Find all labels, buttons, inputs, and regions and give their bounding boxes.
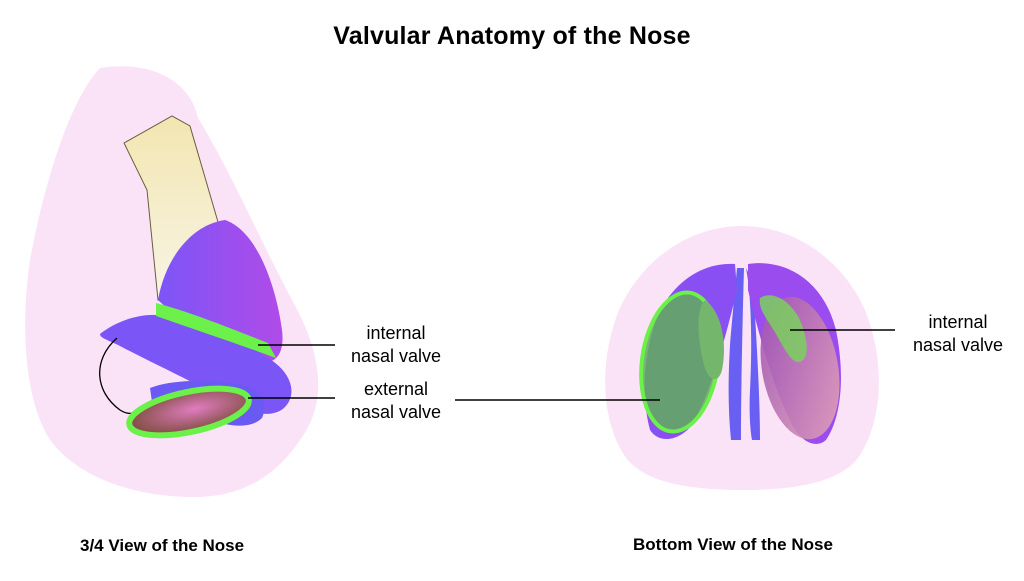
- label-line: external: [340, 378, 452, 401]
- caption-bottom-view: Bottom View of the Nose: [633, 535, 833, 555]
- label-internal-nasal-valve-right: internal nasal valve: [900, 311, 1016, 357]
- label-line: nasal valve: [900, 334, 1016, 357]
- bottom-view-figure: [455, 226, 895, 490]
- three-quarter-view-figure: [25, 66, 335, 497]
- label-line: internal: [340, 322, 452, 345]
- label-line: nasal valve: [340, 345, 452, 368]
- label-internal-nasal-valve-left: internal nasal valve: [340, 322, 452, 368]
- label-line: nasal valve: [340, 401, 452, 424]
- label-external-nasal-valve: external nasal valve: [340, 378, 452, 424]
- label-line: internal: [900, 311, 1016, 334]
- caption-three-quarter-view: 3/4 View of the Nose: [80, 536, 244, 556]
